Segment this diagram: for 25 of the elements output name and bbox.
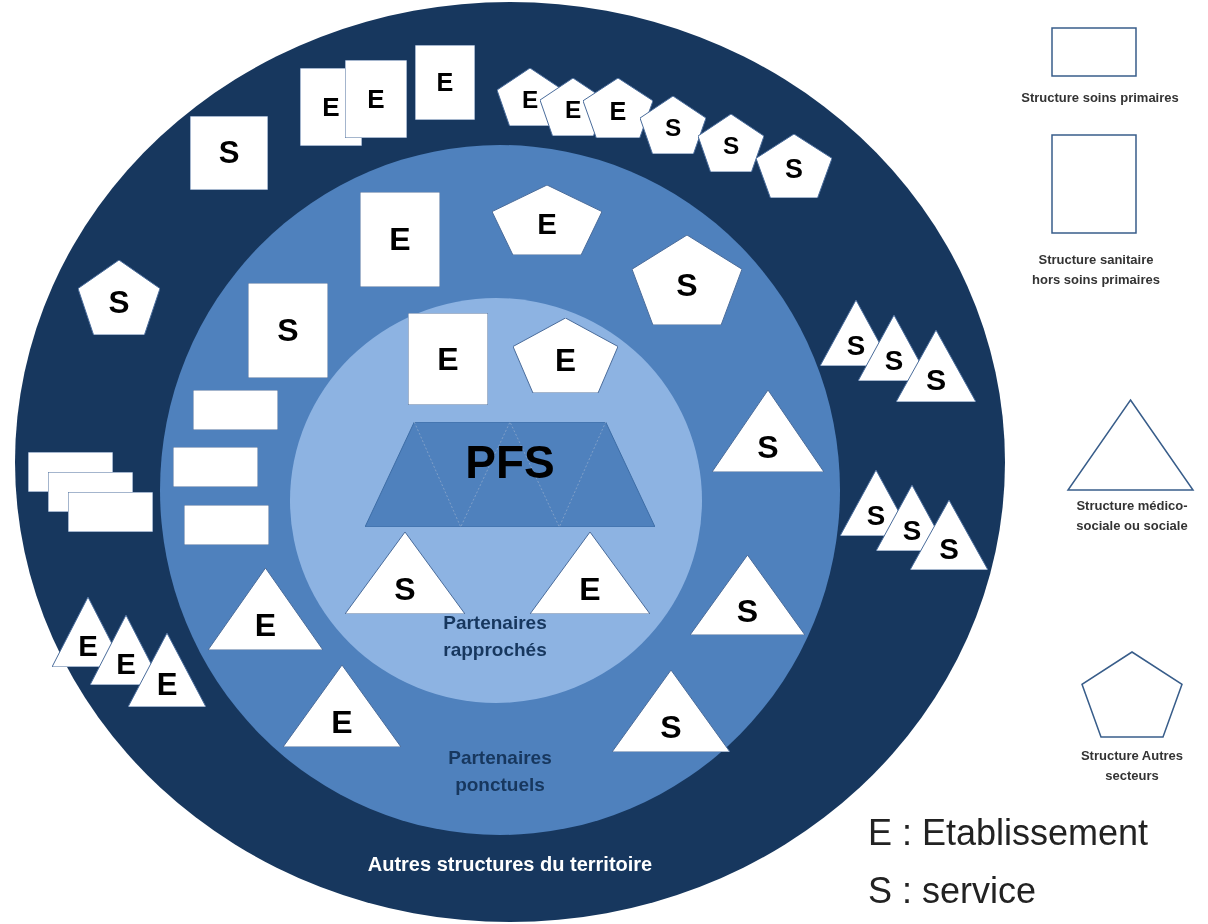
triangle-marker: S: [612, 670, 730, 752]
triangle-marker: S: [345, 532, 465, 614]
key-text: S : service: [868, 870, 1037, 912]
pentagon-marker: E: [492, 185, 602, 255]
triangle-marker: E: [208, 568, 323, 650]
ring-label: Partenaires rapprochés: [442, 611, 548, 662]
pentagon-marker: S: [640, 96, 706, 154]
triangle-marker: S: [690, 555, 805, 635]
pentagon-marker: S: [698, 114, 764, 172]
triangle-marker: E: [530, 532, 650, 614]
pentagon-marker: S: [756, 134, 832, 198]
triangle-marker: E: [283, 665, 401, 747]
key-text: E : Etablissement: [868, 812, 1149, 854]
legend-text: Structure soins primaires: [1020, 89, 1180, 107]
ring-label: Partenaires ponctuels: [447, 746, 553, 797]
legend-text: Structure Autres secteurs: [1079, 747, 1185, 786]
legend-text: Structure médico-sociale ou sociale: [1075, 497, 1189, 536]
ring-label: Autres structures du territoire: [366, 852, 654, 877]
triangle-marker: S: [712, 390, 824, 472]
trapezoid-band: PFS: [365, 422, 655, 527]
legend-text: Structure sanitaire hors soins primaires: [1031, 251, 1161, 290]
pentagon-marker: S: [78, 260, 160, 335]
pentagon-marker: E: [583, 78, 653, 138]
pentagon-marker: E: [513, 318, 618, 393]
pentagon-marker: S: [632, 235, 742, 325]
